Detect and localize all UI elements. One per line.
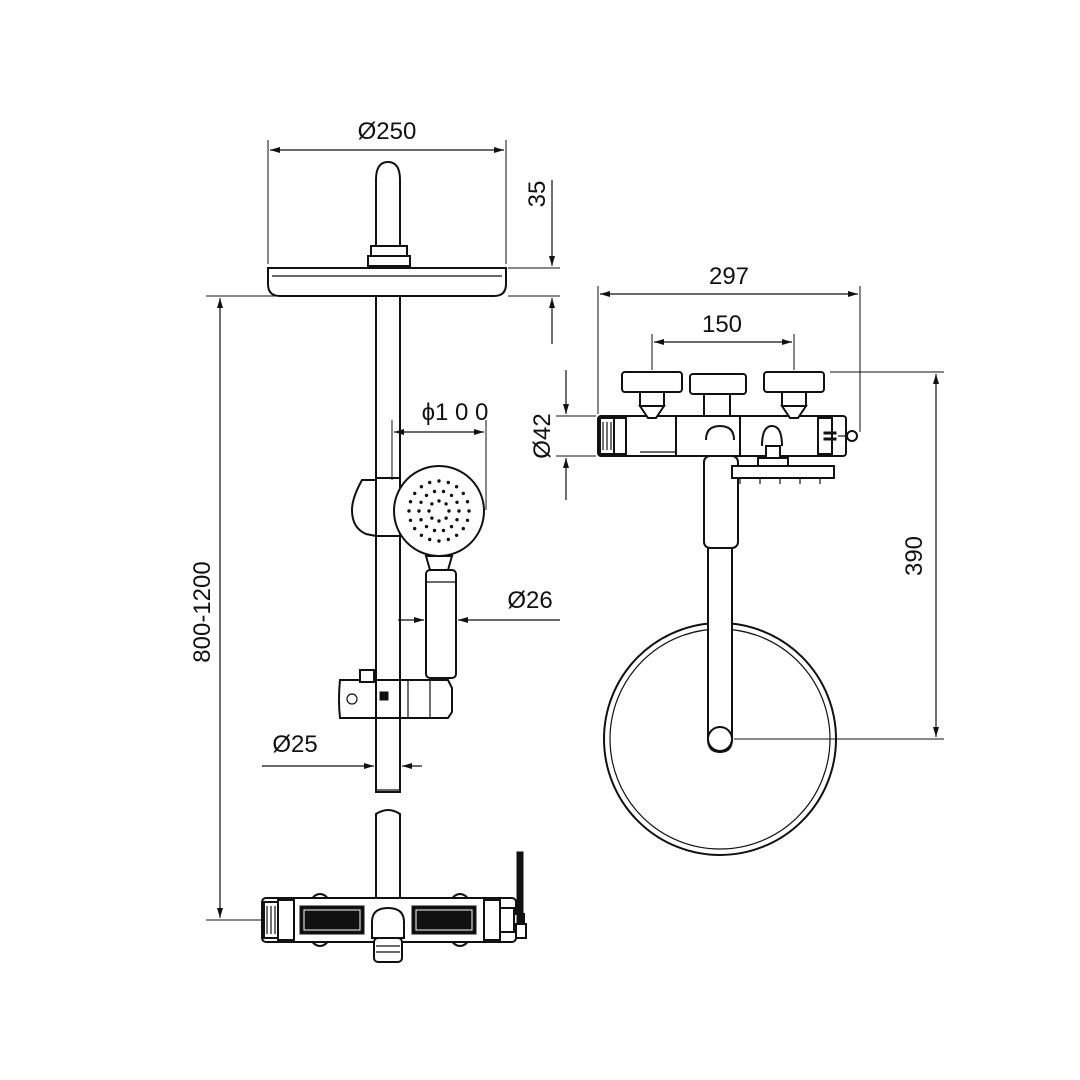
overhead-arm-plan bbox=[703, 439, 739, 754]
spray-nozzle bbox=[437, 539, 441, 543]
hand-shower-handle bbox=[425, 569, 457, 679]
dim-label-mixer-width: 297 bbox=[709, 263, 749, 290]
spray-nozzle bbox=[444, 516, 448, 520]
overhead-shower-head bbox=[267, 267, 507, 297]
overhead-arm bbox=[367, 160, 411, 267]
spray-nozzle bbox=[419, 533, 424, 537]
spray-nozzle bbox=[413, 526, 417, 531]
mixer-bar-plan bbox=[597, 415, 858, 467]
dim-rail-diameter: Ø25 bbox=[262, 731, 422, 769]
spray-nozzle bbox=[427, 509, 431, 513]
spray-nozzle bbox=[419, 485, 424, 489]
dim-label-hand-shower-diameter: ϕ1 0 0 bbox=[422, 399, 489, 426]
spray-nozzle bbox=[467, 509, 471, 513]
spray-nozzle bbox=[446, 480, 450, 485]
spray-nozzle bbox=[407, 509, 411, 513]
spray-nozzle bbox=[465, 500, 470, 504]
spray-nozzles bbox=[407, 479, 471, 543]
spray-nozzle bbox=[455, 518, 459, 522]
spray-nozzle bbox=[417, 509, 421, 513]
spray-nozzle bbox=[454, 533, 459, 537]
spray-nozzle bbox=[430, 516, 434, 520]
spray-nozzle bbox=[461, 526, 465, 531]
dim-label-rail-diameter: Ø25 bbox=[272, 731, 317, 758]
spray-nozzle bbox=[447, 509, 451, 513]
spray-nozzle bbox=[413, 491, 417, 496]
top-view: 297 150 Ø42 390 bbox=[529, 263, 944, 856]
dim-mixer-diameter: Ø42 bbox=[529, 370, 596, 500]
spray-nozzle bbox=[419, 518, 423, 522]
spray-nozzle bbox=[437, 519, 441, 523]
dim-label-valve-centers: 150 bbox=[702, 311, 742, 338]
spray-nozzle bbox=[428, 480, 432, 485]
flow-handle-plan bbox=[763, 371, 825, 419]
spray-nozzle bbox=[432, 528, 437, 533]
spray-nozzle bbox=[457, 509, 461, 513]
dim-label-head-height: 35 bbox=[524, 181, 551, 208]
dim-label-mixer-diameter: Ø42 bbox=[529, 413, 556, 458]
spray-nozzle bbox=[432, 489, 437, 494]
spray-nozzle bbox=[461, 491, 465, 496]
spray-nozzle bbox=[430, 502, 434, 506]
diverter-handle-plan bbox=[689, 373, 747, 417]
spray-nozzle bbox=[428, 537, 432, 542]
spray-nozzle bbox=[437, 479, 441, 483]
dim-arm-projection: 390 bbox=[734, 371, 944, 740]
dim-hand-shower-diameter: ϕ1 0 0 bbox=[391, 399, 489, 510]
slider-holder bbox=[338, 669, 453, 719]
spray-nozzle bbox=[446, 537, 450, 542]
front-view: Ø250 35 800-1200 ϕ1 0 0 Ø26 bbox=[189, 118, 560, 963]
spray-nozzle bbox=[455, 500, 459, 504]
dim-head-diameter: Ø250 bbox=[267, 118, 507, 264]
temperature-handle-plan bbox=[621, 371, 683, 419]
spray-nozzle bbox=[437, 499, 441, 503]
dim-mixer-width: 297 bbox=[597, 263, 861, 432]
spray-nozzle bbox=[441, 489, 446, 494]
dim-label-rail-length: 800-1200 bbox=[189, 561, 216, 662]
spray-nozzle bbox=[424, 493, 429, 498]
spray-nozzle bbox=[408, 518, 413, 522]
support-plate-plan bbox=[731, 465, 835, 484]
dim-label-head-diameter: Ø250 bbox=[358, 118, 417, 145]
spray-nozzle bbox=[424, 524, 429, 529]
spray-nozzle bbox=[441, 528, 446, 533]
rail-lower-stub bbox=[375, 809, 401, 911]
dim-valve-centers: 150 bbox=[651, 311, 795, 370]
spray-nozzle bbox=[444, 502, 448, 506]
spray-nozzle bbox=[449, 493, 454, 498]
hand-shower-head bbox=[393, 465, 485, 571]
spray-nozzle bbox=[449, 524, 454, 529]
thermostatic-mixer bbox=[261, 893, 517, 963]
spray-nozzle bbox=[408, 500, 413, 504]
dim-label-handle-diameter: Ø26 bbox=[507, 587, 552, 614]
dim-label-arm-projection: 390 bbox=[901, 536, 928, 576]
dim-handle-diameter: Ø26 bbox=[398, 587, 560, 623]
spray-nozzle bbox=[465, 518, 470, 522]
spray-nozzle bbox=[454, 485, 459, 489]
dim-rail-length: 800-1200 bbox=[189, 295, 372, 921]
dim-head-height: 35 bbox=[508, 180, 560, 344]
diverter-lever bbox=[513, 851, 527, 939]
spray-nozzle bbox=[419, 500, 423, 504]
